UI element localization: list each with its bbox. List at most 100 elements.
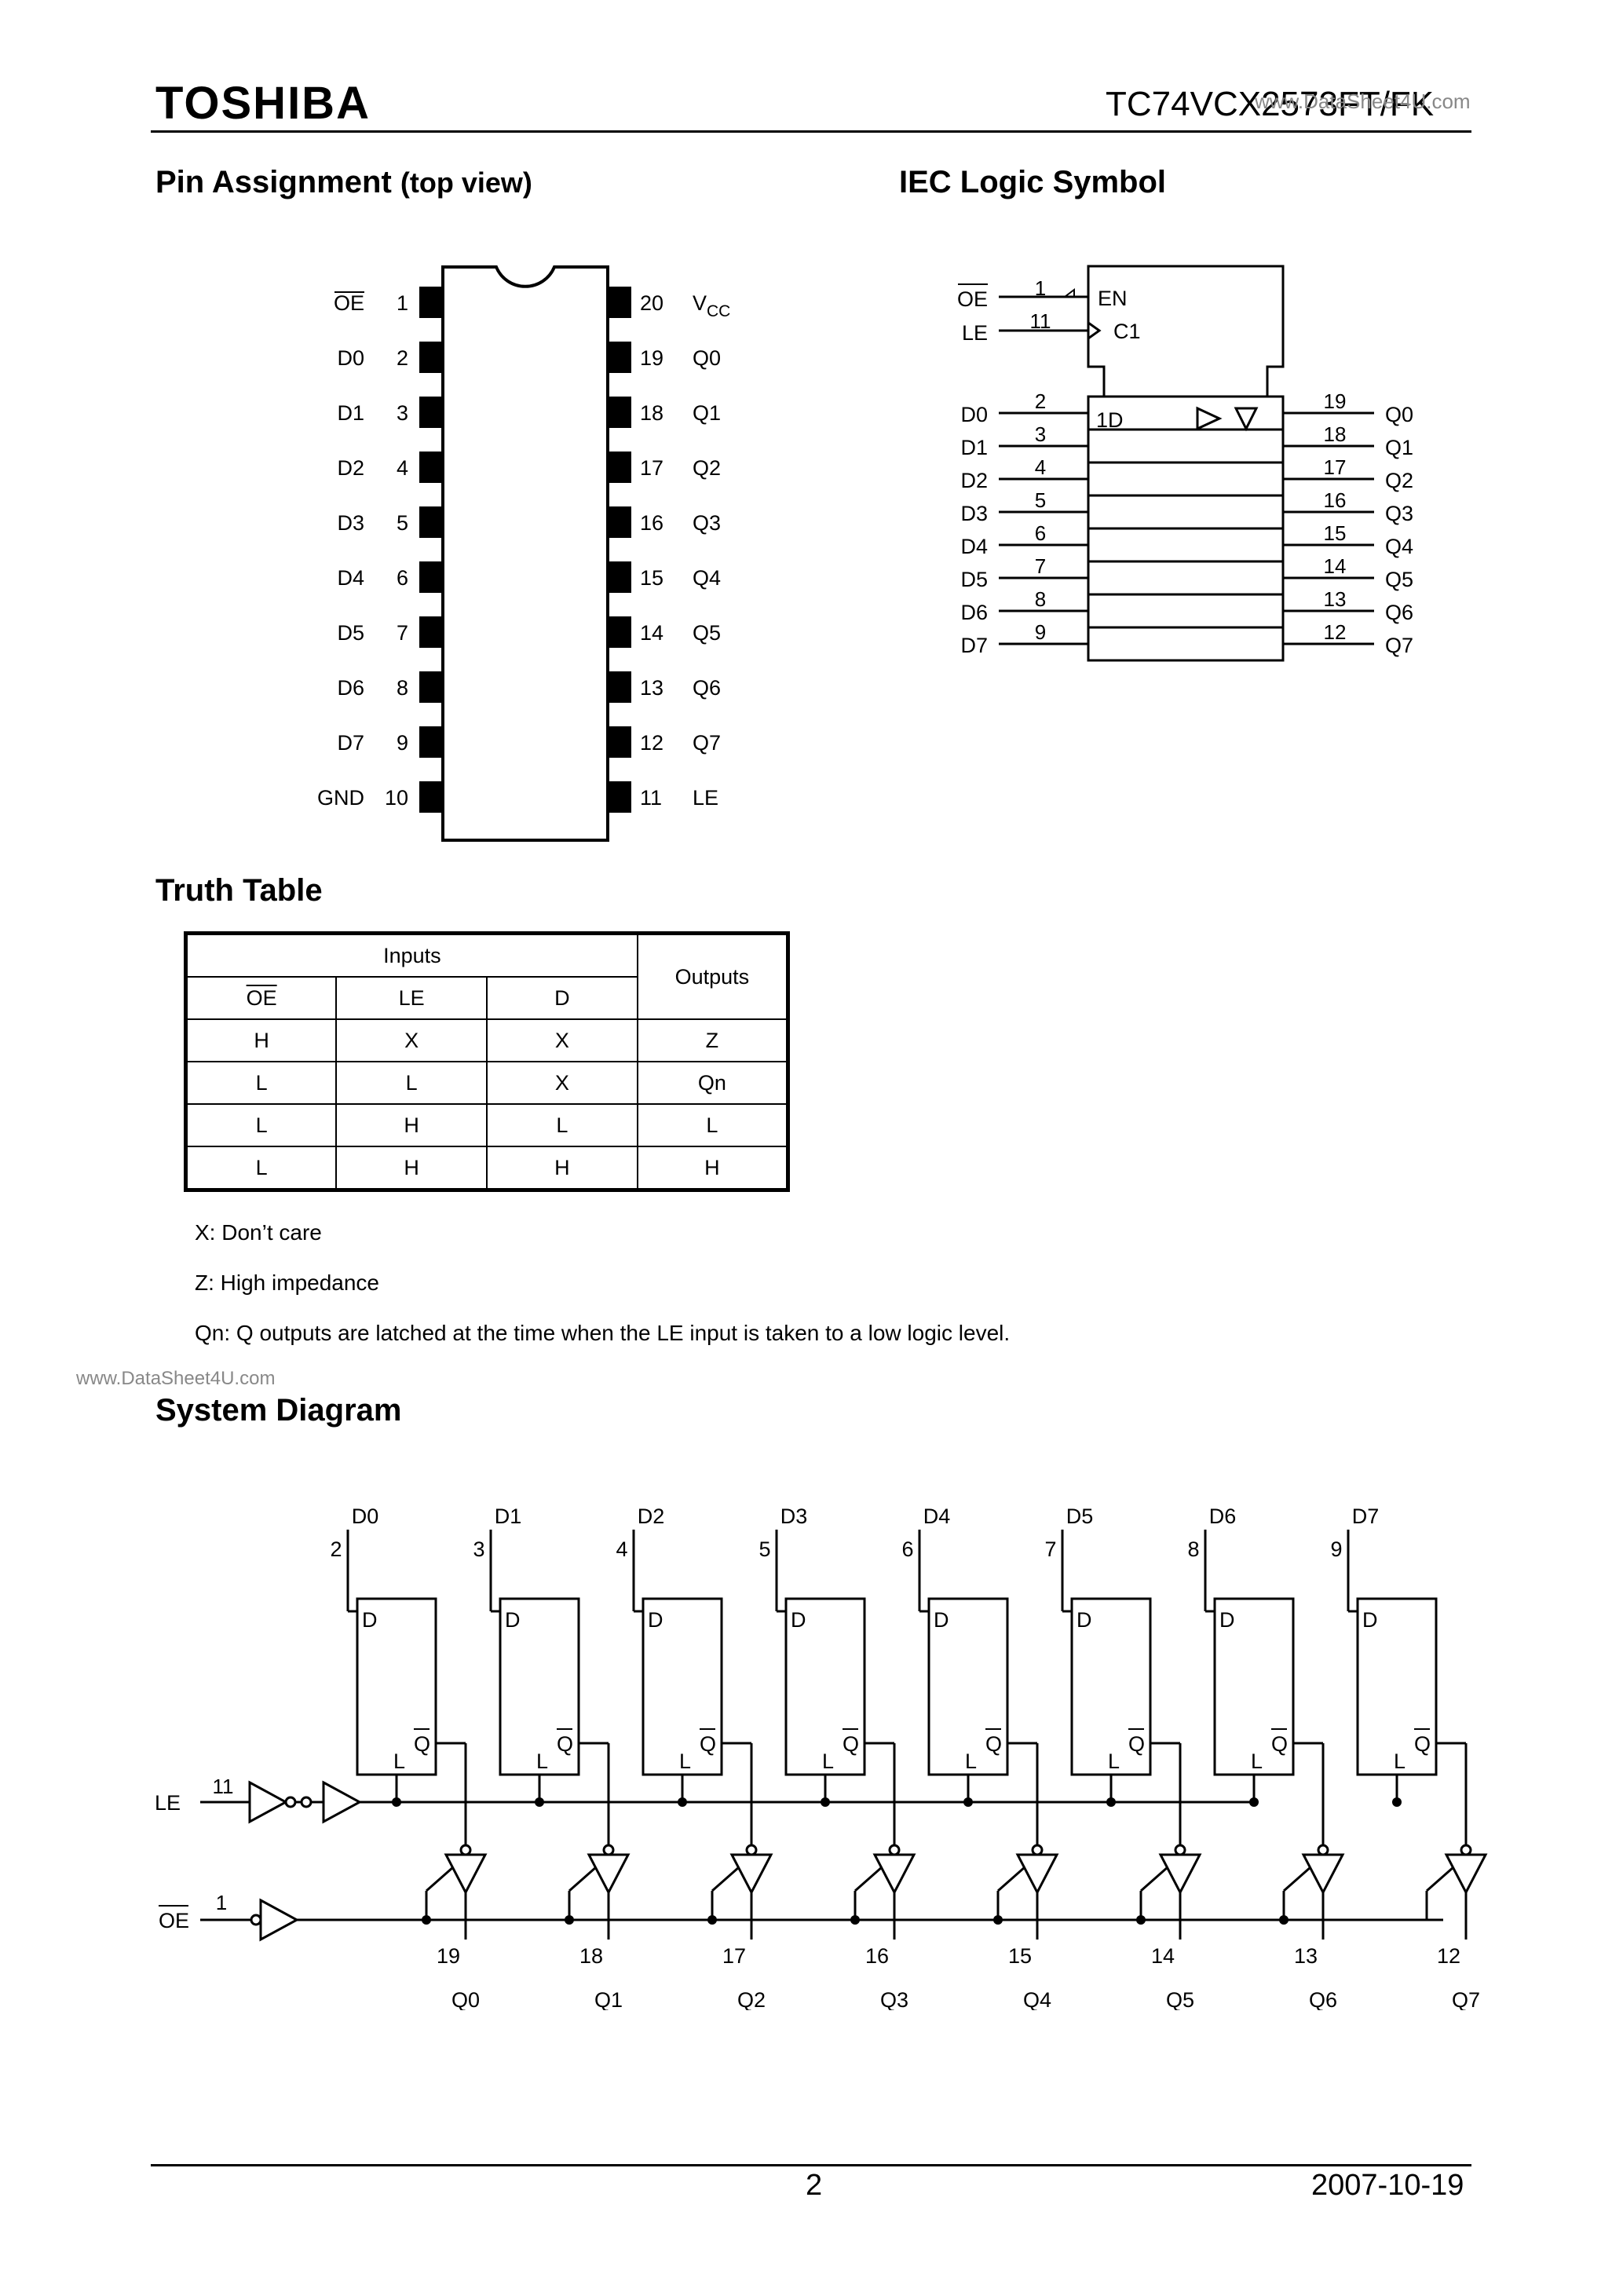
pin-number: 20 bbox=[640, 291, 663, 315]
iec-le-label: LE bbox=[962, 321, 988, 345]
pin-name: D6 bbox=[337, 676, 364, 700]
pin-name: D7 bbox=[337, 731, 364, 755]
iec-en-label: EN bbox=[1098, 287, 1128, 310]
inverter-bubble bbox=[888, 1844, 901, 1856]
latch-l-label: L bbox=[393, 1749, 405, 1773]
pin-number: 5 bbox=[397, 511, 408, 535]
iec-input-num: 3 bbox=[1035, 422, 1046, 446]
inverter-bubble bbox=[459, 1844, 472, 1856]
oe-tap bbox=[1140, 1866, 1168, 1892]
latch-q-output-num: 16 bbox=[865, 1944, 889, 1968]
pin-pad bbox=[419, 397, 443, 428]
latch-q-output-num: 12 bbox=[1437, 1944, 1460, 1968]
latch-d-input-num: 6 bbox=[901, 1537, 913, 1561]
oe-tap bbox=[568, 1866, 597, 1892]
pin-number: 19 bbox=[640, 346, 663, 370]
latch-d-input-name: D6 bbox=[1209, 1504, 1237, 1528]
iec-output-name: Q3 bbox=[1385, 502, 1413, 525]
ic-package-outline bbox=[441, 265, 609, 842]
iec-output-num: 17 bbox=[1324, 455, 1347, 479]
latch-d-input-num: 4 bbox=[616, 1537, 627, 1561]
system-diagram-heading: System Diagram bbox=[155, 1393, 402, 1428]
iec-input-name: D6 bbox=[960, 601, 988, 624]
latch-l-label: L bbox=[965, 1749, 977, 1773]
pin-number: 8 bbox=[397, 676, 408, 700]
iec-cell bbox=[1087, 527, 1285, 563]
header-rule bbox=[151, 130, 1471, 133]
latch-box bbox=[499, 1597, 580, 1776]
inputs-header: Inputs bbox=[185, 932, 638, 978]
pin-number: 14 bbox=[640, 621, 663, 645]
oe-tap bbox=[997, 1866, 1025, 1892]
pin-name: LE bbox=[693, 786, 718, 810]
pin-pad bbox=[419, 342, 443, 373]
pin-name: Q7 bbox=[693, 731, 721, 755]
le-inverter bbox=[248, 1780, 289, 1824]
pin-pad bbox=[419, 561, 443, 593]
latch-q-output-name: Q4 bbox=[1023, 1988, 1051, 2010]
iec-cell bbox=[1087, 428, 1285, 464]
iec-input-num: 9 bbox=[1035, 620, 1046, 644]
iec-output-num: 13 bbox=[1324, 587, 1347, 611]
iec-input-num: 2 bbox=[1035, 389, 1046, 413]
latch-l-label: L bbox=[1394, 1749, 1406, 1773]
pin-name: D1 bbox=[337, 401, 364, 425]
oe-tap bbox=[854, 1866, 883, 1892]
iec-input-name: D4 bbox=[960, 535, 988, 558]
pin-number: 18 bbox=[640, 401, 663, 425]
pin-pad bbox=[419, 452, 443, 483]
iec-input-num: 6 bbox=[1035, 521, 1046, 545]
pin-number: 12 bbox=[640, 731, 663, 755]
oe-tap bbox=[426, 1866, 454, 1892]
latch-d-input-num: 9 bbox=[1330, 1537, 1342, 1561]
iec-output-num: 18 bbox=[1324, 422, 1347, 446]
iec-input-num: 4 bbox=[1035, 455, 1046, 479]
latch-q-label: Q bbox=[557, 1732, 573, 1756]
truth-table-heading: Truth Table bbox=[155, 873, 323, 908]
inverter-bubble bbox=[1317, 1844, 1329, 1856]
latch-d-input-num: 8 bbox=[1187, 1537, 1199, 1561]
pin-pad bbox=[419, 616, 443, 648]
iec-input-num: 8 bbox=[1035, 587, 1046, 611]
iec-cell bbox=[1087, 626, 1285, 662]
pin-number: 13 bbox=[640, 676, 663, 700]
pin-name: GND bbox=[317, 786, 364, 810]
three-state-inverter bbox=[1301, 1853, 1345, 1896]
latch-l-label: L bbox=[1251, 1749, 1263, 1773]
latch-q-output-num: 17 bbox=[722, 1944, 746, 1968]
iec-symbol-heading: IEC Logic Symbol bbox=[899, 165, 1167, 199]
latch-q-output-num: 13 bbox=[1294, 1944, 1318, 1968]
latch-box bbox=[356, 1597, 437, 1776]
watermark-top[interactable]: www.DataSheet4U.com bbox=[1255, 90, 1471, 113]
pin-pad bbox=[419, 726, 443, 758]
pin-name: Q3 bbox=[693, 511, 721, 535]
clock-marker bbox=[1087, 321, 1102, 340]
watermark-mid[interactable]: www.DataSheet4U.com bbox=[76, 1368, 276, 1389]
oe-label: OE bbox=[159, 1909, 189, 1932]
latch-array: D02DQL19Q0D13DQL18Q1D24DQL17Q2D35DQL16Q3… bbox=[330, 1504, 1488, 2010]
three-state-inverter bbox=[872, 1853, 916, 1896]
iec-output-name: Q7 bbox=[1385, 634, 1413, 657]
pin-pad bbox=[419, 781, 443, 813]
three-state-inverter bbox=[444, 1853, 488, 1896]
iec-output-name: Q5 bbox=[1385, 568, 1413, 591]
iec-oe-label: OE bbox=[957, 287, 988, 311]
latch-box bbox=[784, 1597, 866, 1776]
latch-d-input-name: D5 bbox=[1066, 1504, 1094, 1528]
iec-input-name: D2 bbox=[960, 469, 988, 492]
pin-number: 15 bbox=[640, 566, 663, 590]
iec-input-name: D3 bbox=[960, 502, 988, 525]
pin-name: Q4 bbox=[693, 566, 721, 590]
pin-pad bbox=[419, 287, 443, 318]
latch-l-label: L bbox=[536, 1749, 548, 1773]
page-number: 2 bbox=[806, 2169, 823, 2202]
latch-l-label: L bbox=[1108, 1749, 1120, 1773]
latch-d-input-name: D2 bbox=[638, 1504, 665, 1528]
pin-number: 3 bbox=[397, 401, 408, 425]
